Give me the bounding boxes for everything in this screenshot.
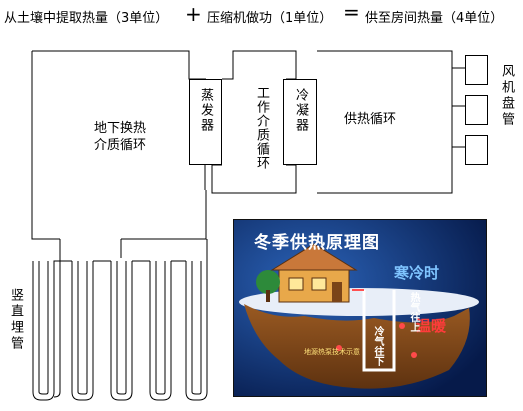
illustration-hot-up: 热气往上 (408, 292, 419, 332)
condenser-box: 冷凝器 (283, 79, 317, 165)
soil-heat-text: 从土壤中提取热量（3单位） (4, 11, 169, 26)
illustration-cold-label: 寒冷时 (394, 264, 440, 282)
illustration-warm-label: 温暖 (416, 317, 447, 335)
fan-coil-label: 风机盘管 (499, 64, 514, 128)
illustration-caption: 地源热泵技术示意 (304, 348, 360, 356)
heating-loop-lines (317, 50, 465, 194)
illustration-art (234, 220, 486, 396)
ground-loop-label: 地下换热 介质循环 (70, 120, 170, 154)
compressor-work-text: 压缩机做功（1单位） (207, 11, 333, 26)
ground-loop-text: 地下换热 介质循环 (93, 121, 146, 153)
vertical-pipe-label: 竖直埋管 (8, 288, 23, 352)
condenser-label: 冷凝器 (293, 88, 308, 133)
heating-loop-label: 供热循环 (344, 112, 397, 127)
equals-sign: = (343, 0, 360, 24)
vertical-u-pipes (32, 239, 208, 401)
room-heat-text: 供至房间热量（4单位） (365, 11, 504, 26)
plus-sign: + (185, 2, 202, 26)
fan-coil-box-3 (465, 135, 488, 165)
fan-coil-box-2 (465, 95, 488, 125)
working-fluid-label-wrap: 工作介质循环 (244, 86, 284, 186)
fan-coil-box-1 (465, 55, 488, 85)
evaporator-label: 蒸发器 (198, 88, 213, 133)
illustration-title: 冬季供热原理图 (254, 233, 380, 253)
illustration-cold-down: 冷气往下 (372, 326, 383, 366)
evaporator-box: 蒸发器 (189, 79, 222, 165)
working-fluid-label: 工作介质循环 (254, 86, 269, 170)
winter-heating-illustration: 冬季供热原理图 寒冷时 温暖 地源热泵技术示意 热气往上 冷气往下 (233, 219, 487, 397)
